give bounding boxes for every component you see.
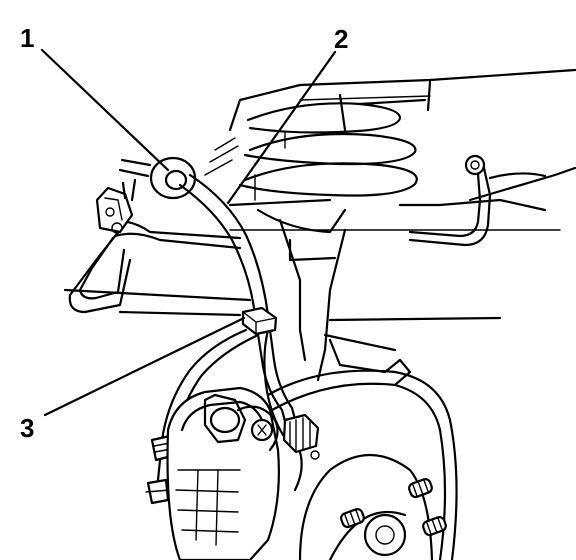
leader-line-1 — [40, 48, 170, 172]
control-arm — [63, 288, 502, 374]
coil-spring — [204, 98, 427, 201]
body-panel — [228, 68, 576, 231]
wheel-studs — [340, 478, 447, 537]
callout-label-3: 3 — [20, 413, 34, 443]
strut — [256, 208, 347, 382]
callout-label-1: 1 — [20, 23, 34, 53]
hose-bracket-left — [95, 158, 152, 234]
hose-bracket-right — [408, 154, 547, 247]
leader-lines — [40, 48, 337, 417]
brake-rotor — [266, 358, 458, 560]
leader-line-3 — [43, 316, 246, 417]
callout-label-2: 2 — [334, 24, 348, 54]
hose-clip — [241, 306, 278, 336]
caliper-fitting — [282, 413, 320, 492]
leader-line-2 — [226, 50, 337, 205]
brake-caliper — [166, 386, 280, 560]
